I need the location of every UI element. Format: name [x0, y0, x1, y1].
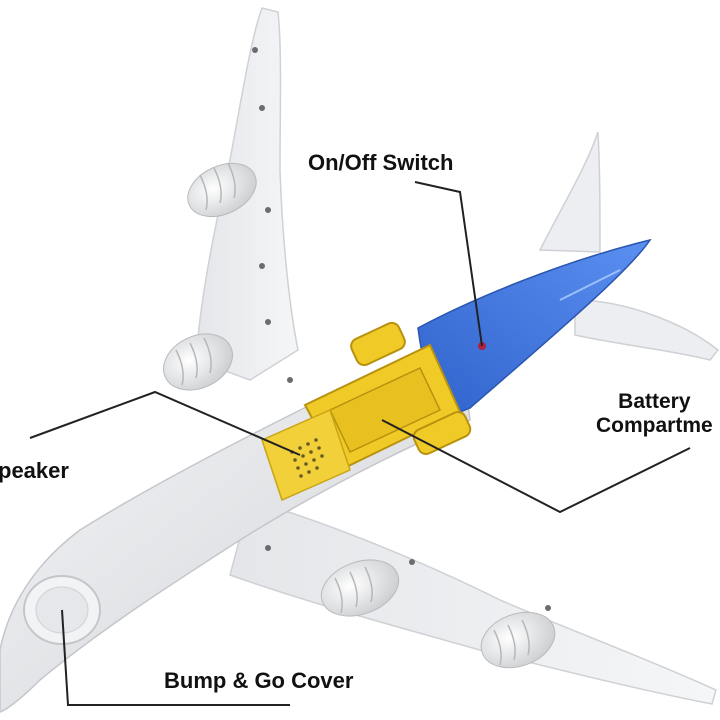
- callout-lines: [29, 181, 691, 706]
- callout-battery: [381, 419, 691, 514]
- callout-on-off: [414, 181, 483, 347]
- lower-engine-2: [480, 611, 556, 669]
- label-battery-compartment: Battery Compartme: [596, 390, 713, 438]
- label-bump-go-cover: Bump & Go Cover: [164, 668, 354, 693]
- label-battery-line1: Battery: [618, 390, 691, 413]
- lower-engine-1: [320, 559, 400, 617]
- stabilizer: [574, 299, 720, 361]
- lower-wing: [229, 499, 717, 705]
- upper-engine-2: [163, 333, 233, 391]
- upper-engine-1: [187, 162, 257, 218]
- label-speaker: peaker: [0, 458, 69, 483]
- label-battery-line2: Compartme: [596, 414, 713, 438]
- tail-fin: [538, 131, 601, 253]
- speaker-panel: [261, 408, 351, 502]
- callout-bump: [61, 609, 290, 706]
- label-on-off-switch: On/Off Switch: [308, 150, 454, 175]
- callout-speaker: [29, 390, 301, 456]
